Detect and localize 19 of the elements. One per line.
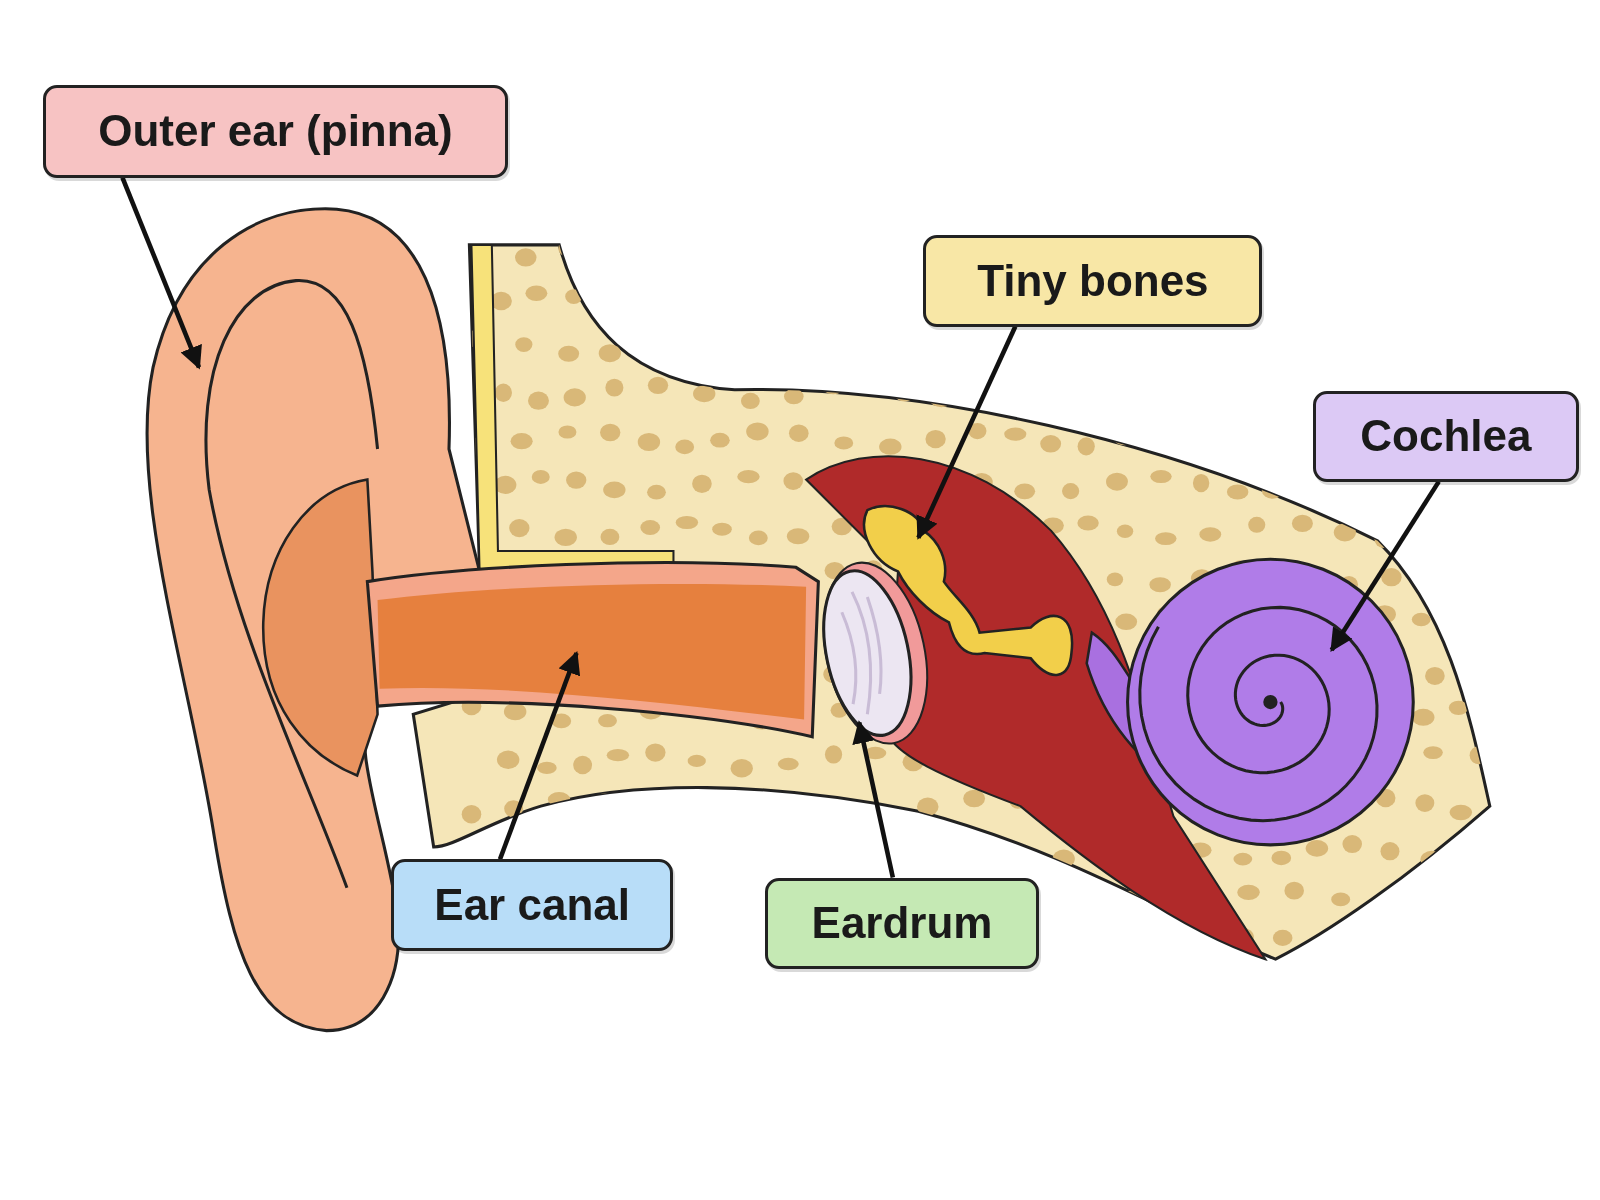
cochlea-drawing (1085, 557, 1415, 847)
label-box (765, 877, 1039, 970)
label-box (390, 859, 674, 951)
label-box (923, 234, 1263, 327)
leader-arrow (852, 720, 896, 879)
eardrum-drawing (822, 561, 929, 745)
ear-canal-drawing (365, 561, 820, 739)
leader-arrow (120, 176, 202, 370)
part-label: Tiny bones (977, 255, 1209, 306)
part-label: Cochlea (1360, 411, 1532, 462)
ossicles-drawing (862, 504, 1074, 677)
label-box (1313, 390, 1579, 482)
part-label: Outer ear (pinna) (98, 106, 453, 157)
label-box (42, 84, 509, 178)
leader-arrow (916, 325, 1018, 540)
part-label: Eardrum (811, 898, 993, 949)
leader-arrow (497, 650, 581, 860)
leader-arrow (1329, 480, 1441, 652)
part-label: Ear canal (434, 880, 630, 931)
